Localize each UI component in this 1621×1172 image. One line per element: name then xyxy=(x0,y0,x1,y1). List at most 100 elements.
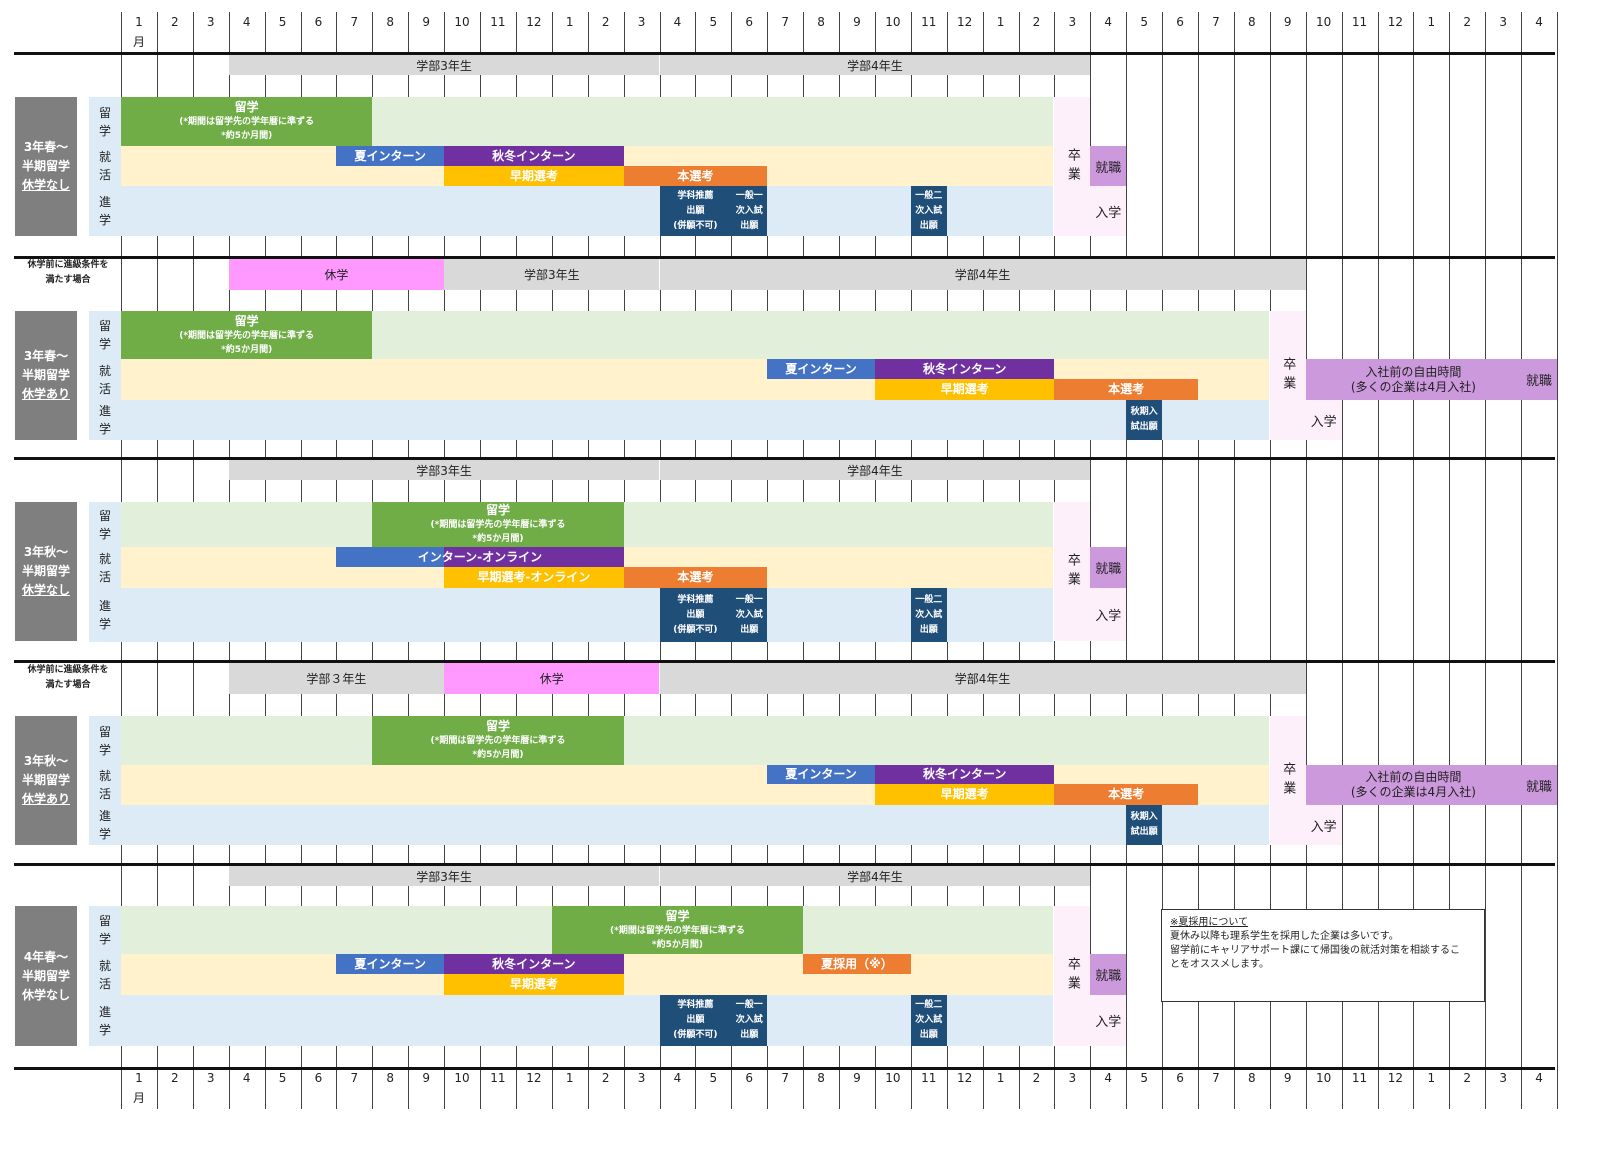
top-month-37: 1 xyxy=(1427,15,1436,29)
top-month-11: 11 xyxy=(490,15,506,29)
s1-autumn-intern-bar: 秋冬インターン xyxy=(444,146,624,166)
label-line: 半期留学 xyxy=(21,968,70,983)
text-line: 試出願 xyxy=(1130,827,1158,837)
text-line: 出願 xyxy=(686,205,705,216)
s4-shingaku-category: 進 学 xyxy=(89,805,121,845)
s1-general1-box: 一般一次入試出願 xyxy=(731,186,768,236)
section-separator xyxy=(14,457,1555,460)
s3-intern-online-bar: インターン-オンライン xyxy=(336,547,624,567)
bottom-month-40: 4 xyxy=(1535,1071,1543,1085)
s3-ryugaku-category: 留 学 xyxy=(89,502,121,547)
s5-summer-hire-bar: 夏採用（※） xyxy=(803,954,911,974)
bottom-month-1: 1 xyxy=(135,1071,143,1085)
top-month-16: 4 xyxy=(673,15,682,29)
bottom-month-36: 12 xyxy=(1387,1071,1404,1085)
top-month-unit: 月 xyxy=(132,35,145,49)
s2-shingaku-category: 進 学 xyxy=(89,400,121,440)
bottom-month-35: 11 xyxy=(1351,1071,1368,1085)
bottom-month-28: 4 xyxy=(1104,1071,1113,1085)
s1-graduate-cell: 卒業 xyxy=(1054,97,1091,236)
s4-main-select-bar: 本選考 xyxy=(1054,784,1198,805)
s1-enroll-cell: 入学 xyxy=(1090,186,1127,236)
bottom-month-37: 1 xyxy=(1427,1071,1436,1085)
bottom-month-14: 2 xyxy=(601,1071,610,1085)
bottom-month-30: 6 xyxy=(1176,1071,1184,1085)
s3-shingaku-category: 進 学 xyxy=(89,588,121,642)
grid-line xyxy=(1270,12,1271,1109)
text-line: 一般二 xyxy=(915,1000,943,1010)
grid-line xyxy=(1234,12,1235,1109)
label-line: 半期留学 xyxy=(21,564,70,578)
s1-shingaku-category: 進 学 xyxy=(89,186,121,236)
s4-autumn-intern-bar: 秋冬インターン xyxy=(874,765,1055,784)
s4-ryugaku-band xyxy=(121,716,1269,765)
label-line: 半期留学 xyxy=(21,159,70,173)
bottom-month-5: 5 xyxy=(278,1071,287,1085)
text-line: 満たす場合 xyxy=(45,680,91,690)
s2-employment-cell: 就職 xyxy=(1521,359,1557,400)
s5-graduate-cell: 卒業 xyxy=(1054,906,1091,1046)
text-line: 出願 xyxy=(919,220,938,231)
summer-hire-note: ※夏採用について夏休み以降も理系学生を採用した企業は多いです。留学前にキャリアサ… xyxy=(1161,909,1485,1002)
grid-line xyxy=(1449,12,1450,1109)
top-month-34: 10 xyxy=(1315,15,1332,29)
bottom-month-16: 4 xyxy=(673,1071,682,1085)
s2-enroll-cell: 入学 xyxy=(1305,400,1342,440)
s5-general1-box: 一般一次入試出願 xyxy=(731,995,768,1046)
s2-free-time-bar: 入社前の自由時間(多くの企業は4月入社) xyxy=(1305,359,1522,400)
top-month-27: 3 xyxy=(1068,15,1077,29)
s3-ryugaku-bar: 留学(*期間は留学先の学年暦に準ずる*約5か月間) xyxy=(372,502,624,547)
s5-autumn-intern-bar: 秋冬インターン xyxy=(444,954,624,974)
bottom-month-23: 11 xyxy=(921,1071,937,1085)
text-line: 休学前に進級条件を xyxy=(27,260,109,270)
s2-early-select-bar: 早期選考 xyxy=(874,379,1055,400)
s1-shukatsu-category: 就 活 xyxy=(89,146,121,186)
s3-shukatsu-category: 就 活 xyxy=(89,547,121,588)
ryugaku-text: *約5か月間) xyxy=(472,750,524,760)
s2-graduate-cell: 卒業 xyxy=(1269,311,1306,440)
section-separator xyxy=(14,1067,1555,1070)
s3-year4-header: 学部4年生 xyxy=(659,460,1091,480)
bottom-month-19: 7 xyxy=(781,1071,789,1085)
text-line: 秋期入 xyxy=(1130,812,1158,822)
s5-general2-box: 一般二次入試出願 xyxy=(910,995,947,1046)
grid-line xyxy=(1342,12,1343,1109)
s2-main-select-bar: 本選考 xyxy=(1054,379,1198,400)
text-line: (併願不可) xyxy=(673,624,718,635)
note-line: 夏休み以降も理系学生を採用した企業は多いです。 xyxy=(1170,931,1399,942)
text-line: 満たす場合 xyxy=(45,275,91,285)
top-month-25: 1 xyxy=(996,15,1005,29)
bottom-month-8: 8 xyxy=(386,1071,395,1085)
text-line: 一般一 xyxy=(735,190,763,201)
grid-line xyxy=(1198,12,1199,1109)
s4-leave-header: 休学 xyxy=(444,663,660,694)
text-line: 学科推薦 xyxy=(677,1000,714,1010)
bottom-month-29: 5 xyxy=(1140,1071,1148,1085)
free-time-text: (多くの企業は4月入社) xyxy=(1350,785,1476,799)
bottom-month-33: 9 xyxy=(1283,1071,1292,1085)
s1-summer-intern-bar: 夏インターン xyxy=(336,146,445,166)
text-line: (併願不可) xyxy=(673,220,718,231)
s1-year4-header: 学部4年生 xyxy=(659,55,1091,75)
ryugaku-text: (*期間は留学先の学年暦に準ずる xyxy=(610,925,745,936)
bottom-month-32: 8 xyxy=(1248,1071,1256,1085)
s5-section-label: 4年春～半期留学休学なし xyxy=(15,906,77,1046)
s4-free-time-bar: 入社前の自由時間(多くの企業は4月入社) xyxy=(1305,765,1522,805)
text-line: 次入試 xyxy=(915,1015,943,1025)
top-month-8: 8 xyxy=(386,15,395,29)
label-line: 3年秋～ xyxy=(23,545,69,559)
bottom-month-2: 2 xyxy=(171,1071,179,1085)
ryugaku-text: (*期間は留学先の学年暦に準ずる xyxy=(179,117,315,127)
ryugaku-text: *約5か月間) xyxy=(221,344,273,355)
s5-dept-rec-box: 学科推薦出願(併願不可) xyxy=(659,995,732,1046)
top-month-35: 11 xyxy=(1351,15,1368,29)
ryugaku-text: 留学 xyxy=(234,100,259,114)
section-separator xyxy=(14,256,1555,259)
bottom-month-20: 8 xyxy=(817,1071,825,1085)
top-month-19: 7 xyxy=(781,15,789,29)
s1-ryugaku-category: 留 学 xyxy=(89,97,121,146)
text-line: 出願 xyxy=(919,1030,938,1040)
text-line: (併願不可) xyxy=(673,1030,718,1040)
top-month-15: 3 xyxy=(637,15,646,29)
s2-ryugaku-category: 留 学 xyxy=(89,311,121,359)
